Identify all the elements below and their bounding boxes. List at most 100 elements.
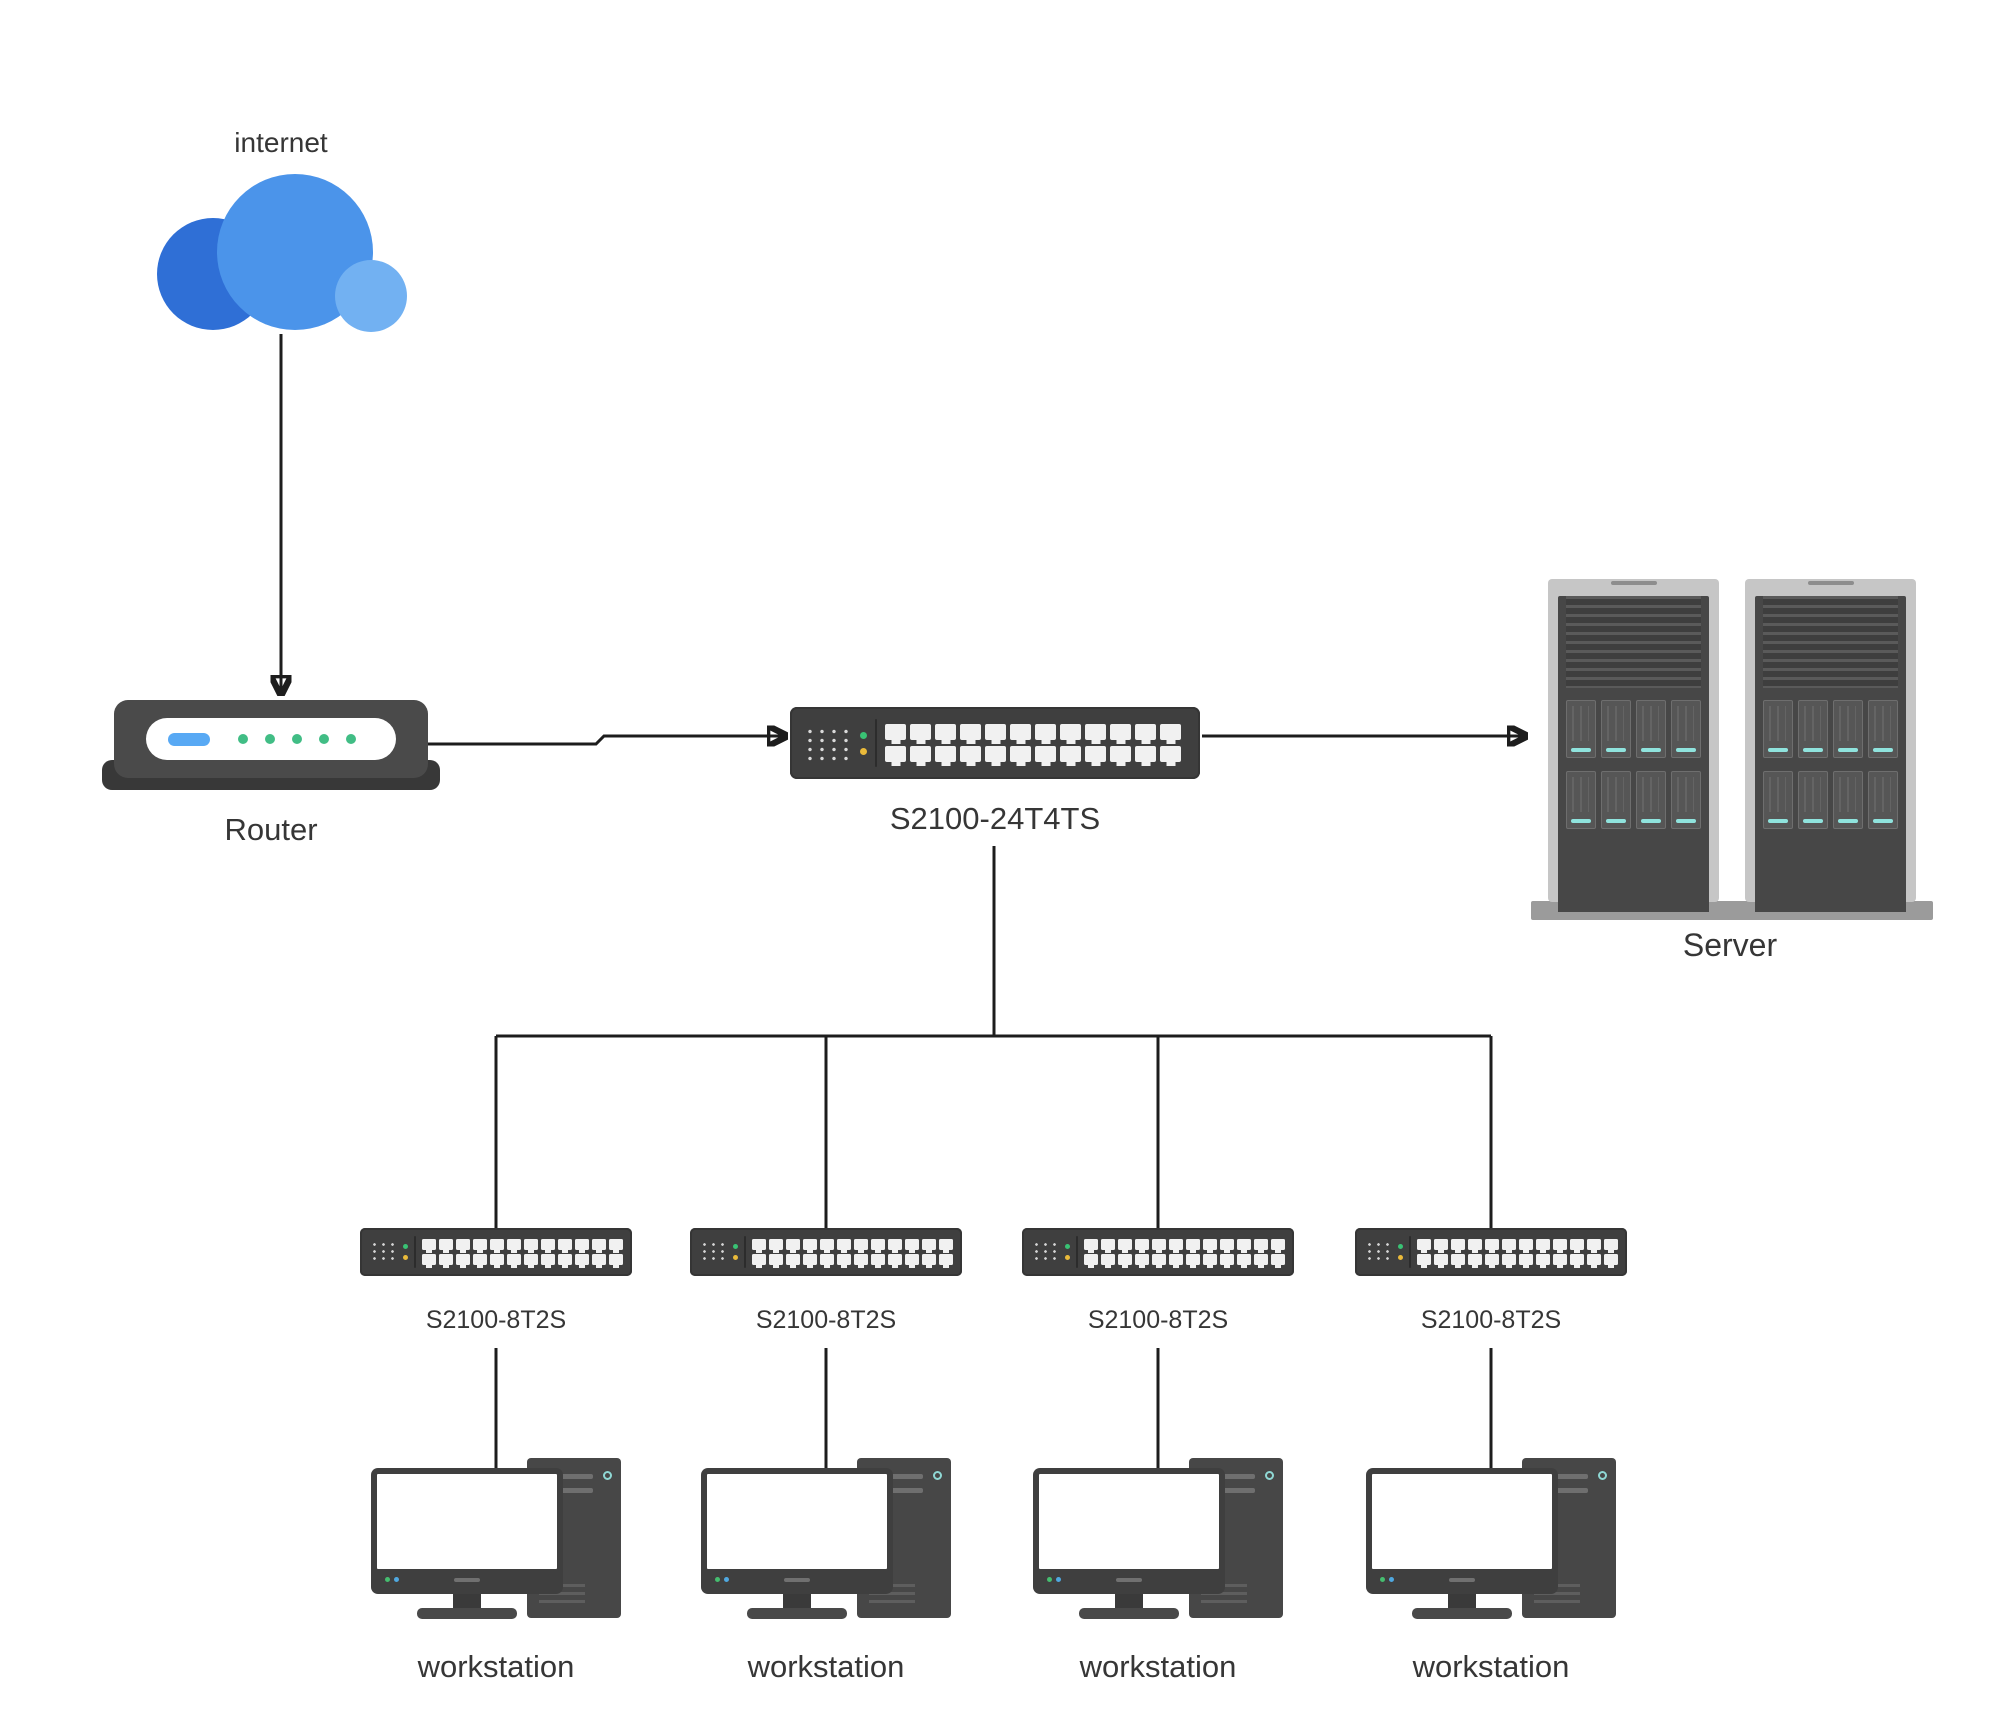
workstation-monitor: [1366, 1468, 1558, 1594]
tower-drive-slot: [1534, 1488, 1588, 1493]
ethernet-port: [1169, 1239, 1183, 1250]
ethernet-port: [1570, 1254, 1584, 1265]
ethernet-port: [1085, 724, 1106, 740]
monitor-stand-base: [1079, 1608, 1179, 1619]
ethernet-port: [1152, 1254, 1166, 1265]
router-led: [292, 734, 302, 744]
monitor-led-blue: [1389, 1577, 1394, 1582]
monitor-bezel: [1372, 1569, 1552, 1591]
green-led: [1065, 1244, 1071, 1249]
ethernet-port: [1502, 1239, 1516, 1250]
ethernet-port: [456, 1239, 470, 1250]
ethernet-port: [1237, 1254, 1251, 1265]
monitor-stand-neck: [1448, 1594, 1476, 1610]
monitor-screen: [377, 1474, 557, 1569]
tower-power-button: [1265, 1471, 1274, 1480]
router-led-row: [238, 734, 356, 744]
ethernet-port: [1417, 1254, 1431, 1265]
green-led: [733, 1244, 739, 1249]
ethernet-port: [820, 1239, 834, 1250]
tower-drive-slot: [539, 1488, 593, 1493]
drive-bay: [1601, 700, 1631, 758]
drive-bay: [1798, 771, 1828, 829]
switch-divider: [744, 1236, 746, 1268]
switch-status-leds: [1398, 1244, 1404, 1260]
switch-status-leds: [1065, 1244, 1071, 1260]
access-switch-icon: [360, 1228, 632, 1276]
ethernet-port: [888, 1254, 902, 1265]
ethernet-port: [490, 1239, 504, 1250]
access-switch-icon: [1022, 1228, 1294, 1276]
workstation-label: workstation: [747, 1649, 905, 1684]
monitor-stand-neck: [453, 1594, 481, 1610]
server-icon: [1531, 579, 1933, 920]
switch-status-leds: [403, 1244, 409, 1260]
ethernet-port: [1536, 1239, 1550, 1250]
router-led: [265, 734, 275, 744]
drive-bay: [1671, 700, 1701, 758]
tower-drive-slot: [869, 1474, 923, 1479]
server-drive-row: [1566, 771, 1701, 829]
monitor-bezel: [707, 1569, 887, 1591]
ethernet-port: [558, 1254, 572, 1265]
ethernet-port: [910, 724, 931, 740]
ethernet-port: [1553, 1239, 1567, 1250]
router-led: [346, 734, 356, 744]
tower-drive-slot: [869, 1488, 923, 1493]
switch-port-grid: [422, 1239, 623, 1265]
ethernet-port: [752, 1254, 766, 1265]
ethernet-port: [1135, 1254, 1149, 1265]
ethernet-port: [1604, 1254, 1618, 1265]
ethernet-port: [1101, 1239, 1115, 1250]
tower-drive-slot: [1534, 1474, 1588, 1479]
ethernet-port: [786, 1254, 800, 1265]
ethernet-port: [935, 724, 956, 740]
monitor-screen: [707, 1474, 887, 1569]
ethernet-port: [1010, 724, 1031, 740]
ethernet-port: [1203, 1239, 1217, 1250]
server-tower: [1548, 579, 1719, 912]
cloud-circle-main: [217, 174, 373, 330]
ethernet-port: [1186, 1239, 1200, 1250]
switch-led-panel: [1364, 1240, 1393, 1264]
green-led: [403, 1244, 409, 1249]
workstation-icon: [1033, 1458, 1283, 1624]
router-led: [238, 734, 248, 744]
server-tower: [1745, 579, 1916, 912]
access-switch-label: S2100-8T2S: [1420, 1306, 1562, 1334]
ethernet-port: [960, 724, 981, 740]
ethernet-port: [541, 1239, 555, 1250]
ethernet-port: [1271, 1254, 1285, 1265]
ethernet-port: [592, 1254, 606, 1265]
drive-bay: [1601, 771, 1631, 829]
switch-port-grid: [752, 1239, 953, 1265]
ethernet-port: [752, 1239, 766, 1250]
monitor-led-green: [385, 1577, 390, 1582]
ethernet-port: [1587, 1254, 1601, 1265]
router-led: [319, 734, 329, 744]
access-switch-icon: [690, 1228, 962, 1276]
server-drive-row: [1763, 771, 1898, 829]
server-drive-row: [1566, 700, 1701, 758]
workstation-monitor: [1033, 1468, 1225, 1594]
ethernet-port: [473, 1239, 487, 1250]
monitor-screen: [1372, 1474, 1552, 1569]
ethernet-port: [422, 1239, 436, 1250]
workstation-label: workstation: [1412, 1649, 1570, 1684]
server-drive-row: [1763, 700, 1898, 758]
drive-bay: [1636, 700, 1666, 758]
switch-divider: [1409, 1236, 1411, 1268]
ethernet-port: [524, 1239, 538, 1250]
ethernet-port: [1169, 1254, 1183, 1265]
ethernet-port: [769, 1254, 783, 1265]
server-label: Server: [1682, 927, 1778, 963]
ethernet-port: [422, 1254, 436, 1265]
switch-led-panel: [369, 1240, 398, 1264]
ethernet-port: [985, 724, 1006, 740]
switch-divider: [1076, 1236, 1078, 1268]
ethernet-port: [1118, 1254, 1132, 1265]
ethernet-port: [456, 1254, 470, 1265]
ethernet-port: [905, 1239, 919, 1250]
ethernet-port: [1468, 1254, 1482, 1265]
